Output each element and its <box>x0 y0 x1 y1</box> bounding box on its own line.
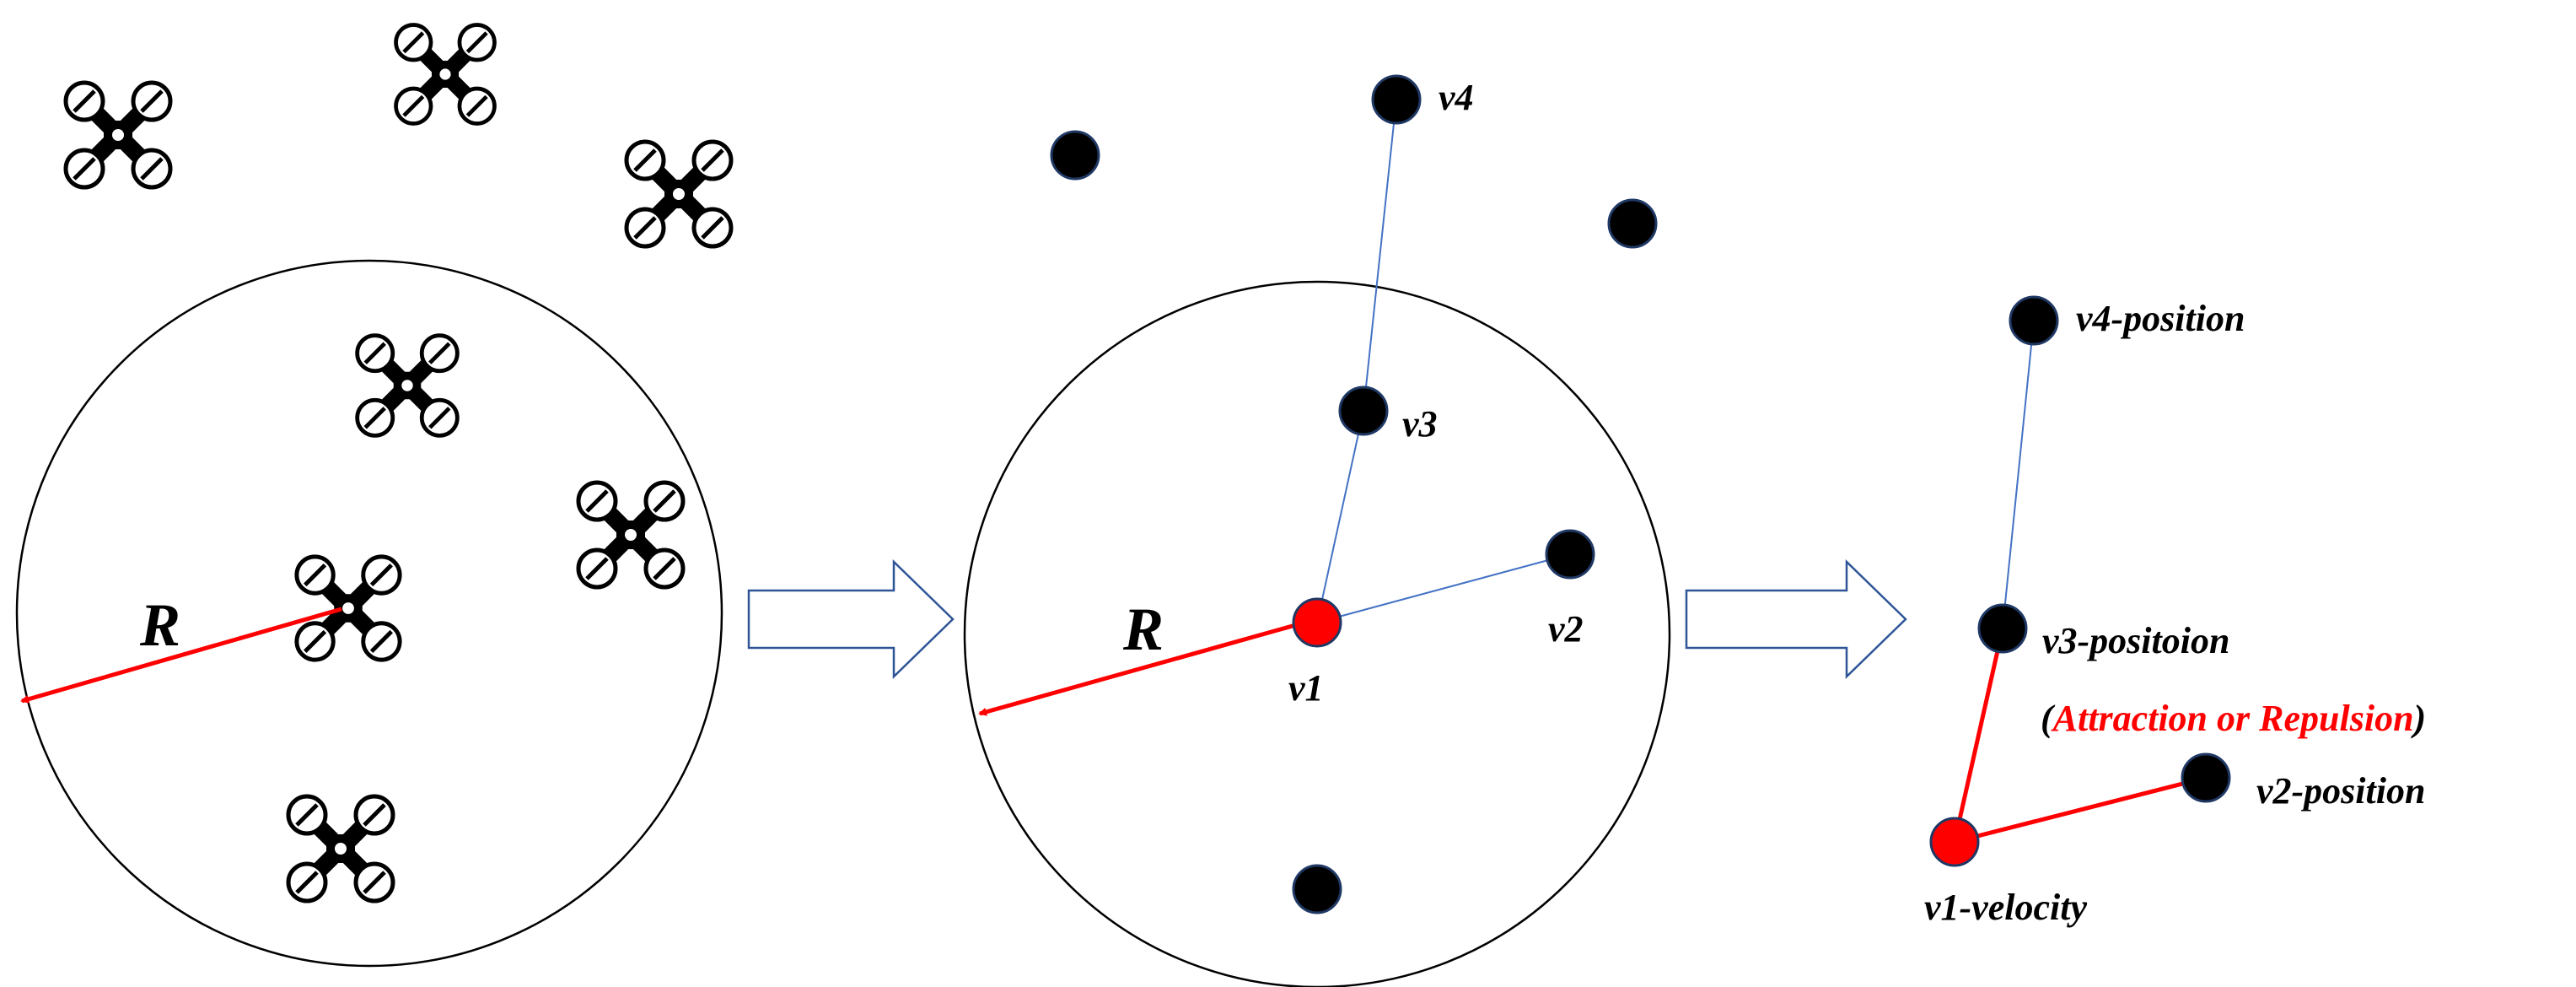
node-label-v1-velocity: v1-velocity <box>1924 887 2087 928</box>
sensing-radius-circle <box>963 280 1671 987</box>
node-label-v2-position: v2-position <box>2256 770 2425 812</box>
annotation-text: Attraction or Repulsion <box>2051 698 2414 739</box>
link-v1-v2 <box>1316 553 1571 623</box>
drone-icon <box>66 83 170 187</box>
attraction-link-v1-v2 <box>1954 775 2207 844</box>
node-label-v1: v1 <box>1288 667 1324 709</box>
drone-icon <box>297 557 400 660</box>
radius-arrow <box>978 622 1299 716</box>
sensing-radius-circle <box>15 259 723 968</box>
node-v1 <box>1929 817 1980 867</box>
node-outside <box>1292 864 1342 914</box>
node-outside <box>1050 130 1100 181</box>
panel-1-drones: R <box>15 25 731 968</box>
transition-arrow <box>747 559 955 679</box>
node-v4 <box>1371 74 1422 125</box>
panel-3-interaction: v4-position v3-positoion v2-position v1-… <box>1924 295 2426 928</box>
drone-icon <box>288 796 393 901</box>
node-v4 <box>2009 295 2059 346</box>
annotation-open-paren: ( <box>2041 698 2056 739</box>
node-label-v4-position: v4-position <box>2076 298 2245 339</box>
link-v3-v4 <box>1363 99 1397 412</box>
node-v2 <box>2181 752 2231 803</box>
node-label-v2: v2 <box>1548 608 1584 650</box>
node-label-v3-position: v3-positoion <box>2042 620 2229 661</box>
drone-icon <box>578 483 683 587</box>
transition-arrow <box>1685 559 1907 679</box>
link-v3-v4 <box>2002 320 2035 629</box>
interaction-annotation: (Attraction or Repulsion) <box>2041 698 2426 739</box>
node-outside <box>1607 198 1658 249</box>
panel-2-graph: R v4 v3 v2 v1 <box>963 74 1671 987</box>
drone-icon <box>396 25 495 124</box>
node-label-v4: v4 <box>1439 77 1474 118</box>
drone-icon <box>627 142 731 246</box>
radius-label: R <box>1122 596 1164 663</box>
radius-arrow <box>20 607 342 704</box>
attraction-link-v1-v3 <box>1952 628 2005 843</box>
drone-icon <box>358 336 458 436</box>
node-v1 <box>1292 597 1342 648</box>
node-label-v3: v3 <box>1402 403 1438 445</box>
annotation-close-paren: ) <box>2411 698 2427 739</box>
node-v3 <box>1977 603 2028 654</box>
node-v2 <box>1545 529 1595 580</box>
node-v3 <box>1338 386 1389 436</box>
link-v1-v3 <box>1316 410 1364 623</box>
radius-label: R <box>139 591 180 659</box>
